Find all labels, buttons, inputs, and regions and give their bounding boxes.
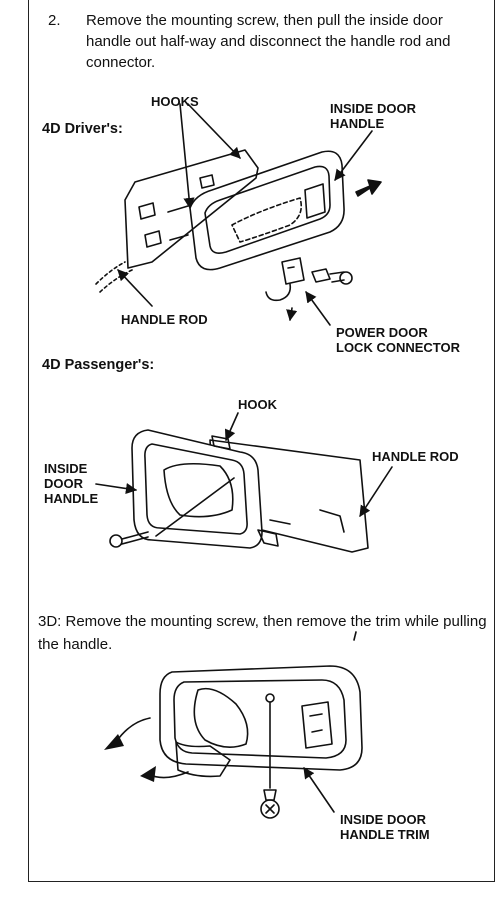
step-number: 2. (48, 12, 61, 29)
label-inside-3: HANDLE (44, 491, 99, 506)
passenger-handle-drawing (95, 412, 393, 553)
passenger-heading: 4D Passenger's: (42, 357, 155, 373)
label-inside-2: DOOR (44, 476, 83, 491)
label-trim-2: HANDLE TRIM (340, 827, 430, 842)
label-hooks: HOOKS (151, 94, 199, 109)
three-door-text: 3D: Remove the mounting screw, then remo… (38, 613, 487, 653)
driver-heading: 4D Driver's: (42, 121, 123, 137)
step-instruction: 2. Remove the mounting screw, then pull … (48, 10, 472, 73)
label-inside-1: INSIDE (44, 461, 88, 476)
label-trim-1: INSIDE DOOR (340, 812, 426, 827)
label-hook: HOOK (238, 397, 277, 412)
label-connector-2: LOCK CONNECTOR (336, 340, 460, 355)
label-inside-door-handle-1: INSIDE DOOR (330, 101, 416, 116)
driver-handle-drawing (95, 103, 382, 326)
step-text: Remove the mounting screw, then pull the… (86, 12, 451, 71)
page-frame (28, 0, 495, 882)
label-handle-rod-driver: HANDLE ROD (121, 312, 208, 327)
label-connector-1: POWER DOOR (336, 325, 428, 340)
label-handle-rod-passenger: HANDLE ROD (372, 449, 459, 464)
label-inside-door-handle-2: HANDLE (330, 116, 385, 131)
three-door-trim-drawing (104, 631, 363, 819)
